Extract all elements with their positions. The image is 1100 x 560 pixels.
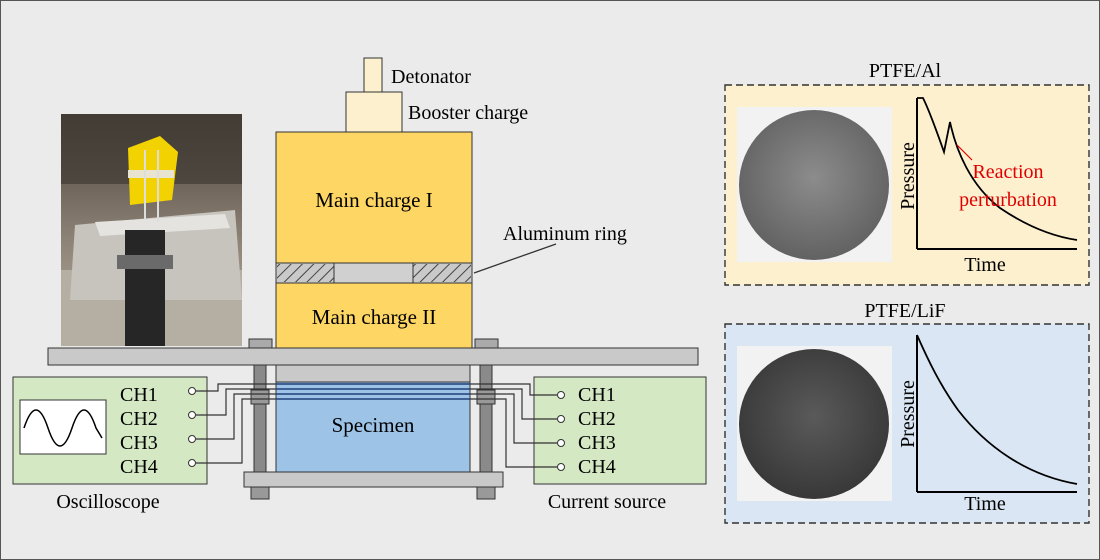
aluminum-ring-leader (473, 243, 557, 274)
ptfe-al-sample-disc (739, 110, 889, 260)
ptfe-lif-sample-disc (739, 349, 889, 499)
cs-ch3-label: CH3 (578, 432, 616, 454)
cs-ch2-label: CH2 (578, 408, 616, 430)
sensor-leads (276, 383, 470, 400)
specimen (275, 381, 471, 473)
ptfe-lif-title: PTFE/LiF (864, 300, 945, 322)
setup-photo (61, 114, 242, 346)
booster-charge-label: Booster charge (408, 102, 528, 124)
osc-ch3-label: CH3 (120, 432, 158, 454)
ptfe-al-y-label: Pressure (897, 142, 919, 210)
main-charge-2-label: Main charge II (312, 305, 436, 329)
ptfe-al-x-label: Time (964, 254, 1006, 276)
aluminum-ring (275, 262, 473, 284)
osc-ch2-label: CH2 (120, 408, 158, 430)
ptfe-al-title: PTFE/Al (869, 60, 942, 82)
oscilloscope-label: Oscilloscope (56, 491, 159, 513)
reaction-perturbation-label-line2: perturbation (959, 189, 1057, 211)
reaction-perturbation-leader (956, 144, 973, 161)
osc-ch4-label: CH4 (120, 456, 158, 478)
aluminum-ring-label: Aluminum ring (503, 223, 627, 245)
ptfe-lif-pressure-curve (916, 334, 1078, 485)
oscilloscope-waveform (23, 409, 103, 447)
ptfe-lif-x-label: Time (964, 493, 1006, 515)
main-charge-1-label: Main charge I (315, 188, 432, 212)
main-charge-1 (275, 131, 473, 264)
osc-ch1-label: CH1 (120, 384, 158, 406)
oscilloscope-screen (19, 399, 107, 455)
current-source-channels: CH1 CH2 CH3 CH4 (557, 384, 616, 478)
current-source-label: Current source (548, 491, 666, 513)
specimen-label: Specimen (332, 413, 415, 437)
spacer-plate (275, 364, 471, 383)
bottom-plate (243, 471, 504, 488)
oscilloscope-channels: CH1 CH2 CH3 CH4 (120, 384, 196, 478)
ptfe-lif-y-label: Pressure (897, 380, 919, 448)
reaction-perturbation-label-line1: Reaction (972, 161, 1043, 183)
top-plate (47, 347, 699, 366)
detonator (363, 57, 383, 93)
cs-ch4-label: CH4 (578, 456, 616, 478)
main-charge-2 (275, 282, 473, 349)
wiring (196, 383, 557, 468)
cs-ch1-label: CH1 (578, 384, 616, 406)
detonator-label: Detonator (391, 66, 471, 88)
ptfe-al-pressure-curve (917, 97, 1078, 241)
booster-charge (345, 91, 403, 133)
